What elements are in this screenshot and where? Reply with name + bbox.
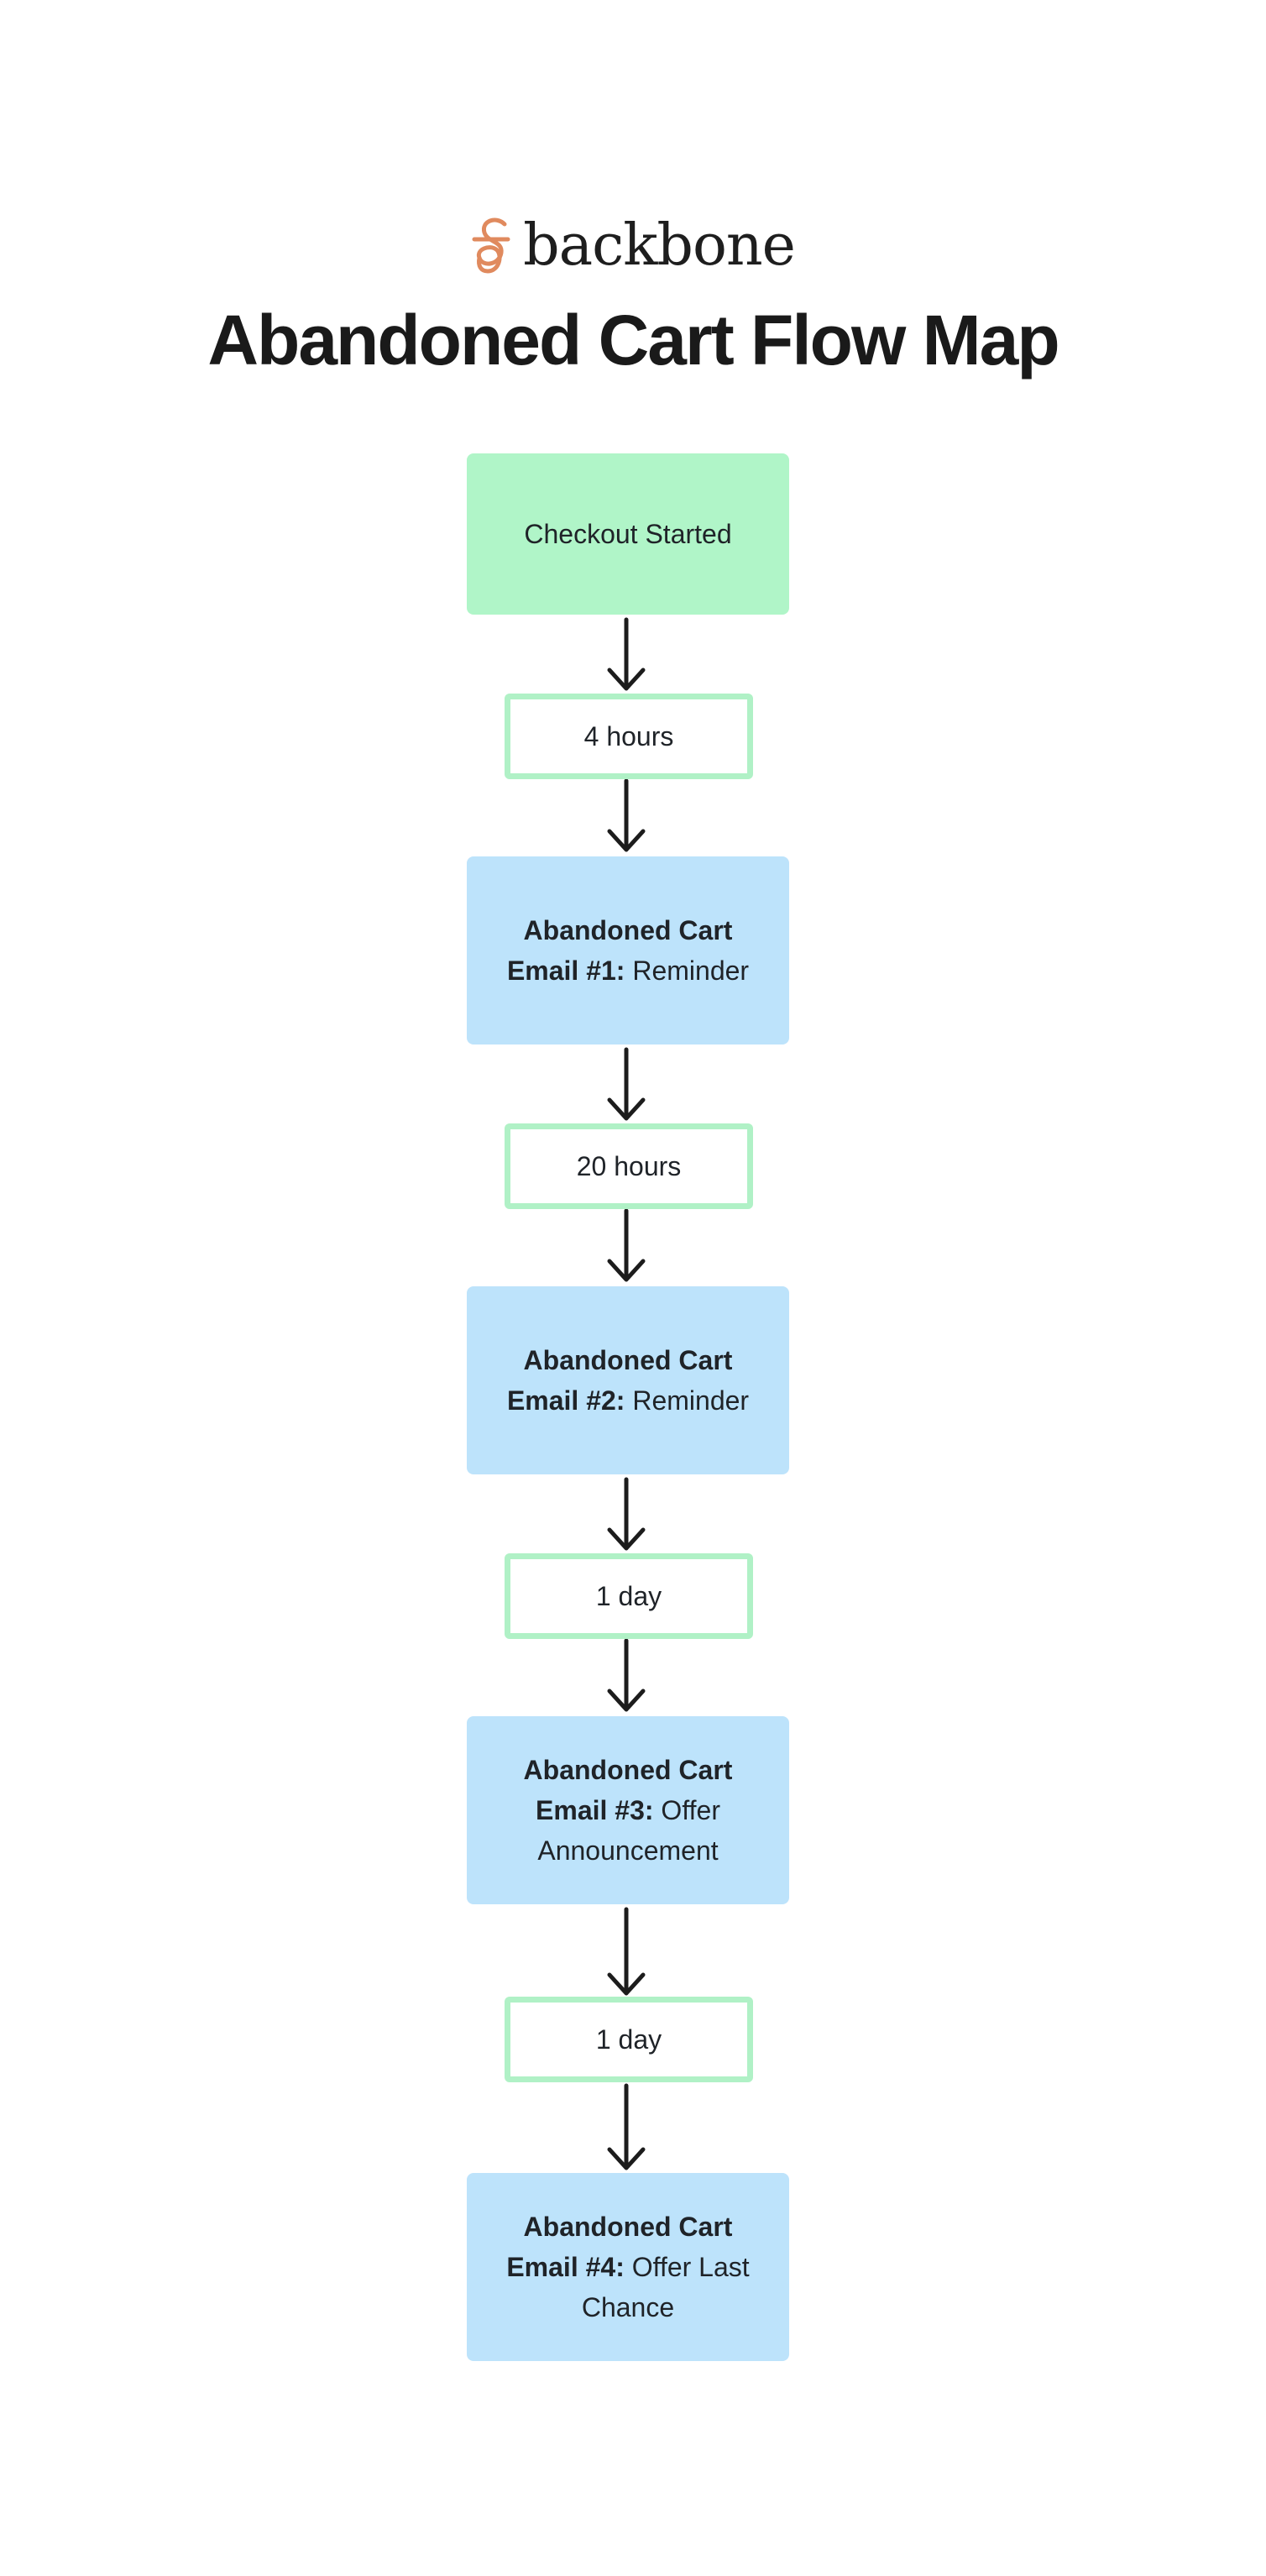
email-node-3: Abandoned Cart Email #3: Offer Announcem… xyxy=(467,1716,789,1904)
page-title: Abandoned Cart Flow Map xyxy=(207,301,1059,380)
delay-label: 1 day xyxy=(595,2024,662,2055)
arrow-delay-1-to-email-1 xyxy=(607,778,646,852)
brand-name: backbone xyxy=(523,212,796,279)
backbone-logo-icon xyxy=(472,217,510,274)
email-description: Offer Announcement xyxy=(537,1795,720,1866)
email-title: Abandoned Cart xyxy=(523,2212,733,2242)
arrow-delay-3-to-email-3 xyxy=(607,1638,646,1712)
arrow-email-3-to-delay-4 xyxy=(607,1907,646,1996)
email-title: Abandoned Cart xyxy=(523,1755,733,1785)
email-node-4: Abandoned Cart Email #4: Offer Last Chan… xyxy=(467,2173,789,2361)
delay-label: 4 hours xyxy=(583,721,674,751)
arrow-delay-4-to-email-4 xyxy=(607,2083,646,2170)
email-number: Email #2: xyxy=(506,1385,625,1416)
delay-label: 20 hours xyxy=(576,1151,682,1181)
email-number: Email #4: xyxy=(506,2252,625,2282)
email-number: Email #1: xyxy=(506,956,625,986)
delay-node-3: 1 day xyxy=(505,1553,753,1639)
delay-node-1: 4 hours xyxy=(505,694,753,779)
email-node-1: Abandoned Cart Email #1: Reminder xyxy=(467,856,789,1045)
brand-logo: backbone xyxy=(0,208,1266,284)
delay-node-2: 20 hours xyxy=(505,1123,753,1209)
delay-label: 1 day xyxy=(595,1581,662,1611)
arrow-trigger-to-delay-1 xyxy=(607,617,646,691)
email-number: Email #3: xyxy=(536,1795,654,1825)
email-title: Abandoned Cart xyxy=(523,915,733,945)
arrow-email-1-to-delay-2 xyxy=(607,1047,646,1121)
arrow-delay-2-to-email-2 xyxy=(607,1208,646,1282)
email-title: Abandoned Cart xyxy=(523,1345,733,1375)
email-description: Reminder xyxy=(625,956,750,986)
email-description: Reminder xyxy=(625,1385,750,1416)
email-description: Offer Last Chance xyxy=(581,2252,750,2322)
trigger-checkout-started: Checkout Started xyxy=(467,453,789,615)
arrow-email-2-to-delay-3 xyxy=(607,1477,646,1551)
email-node-2: Abandoned Cart Email #2: Reminder xyxy=(467,1286,789,1474)
trigger-label: Checkout Started xyxy=(524,519,732,549)
delay-node-4: 1 day xyxy=(505,1997,753,2082)
